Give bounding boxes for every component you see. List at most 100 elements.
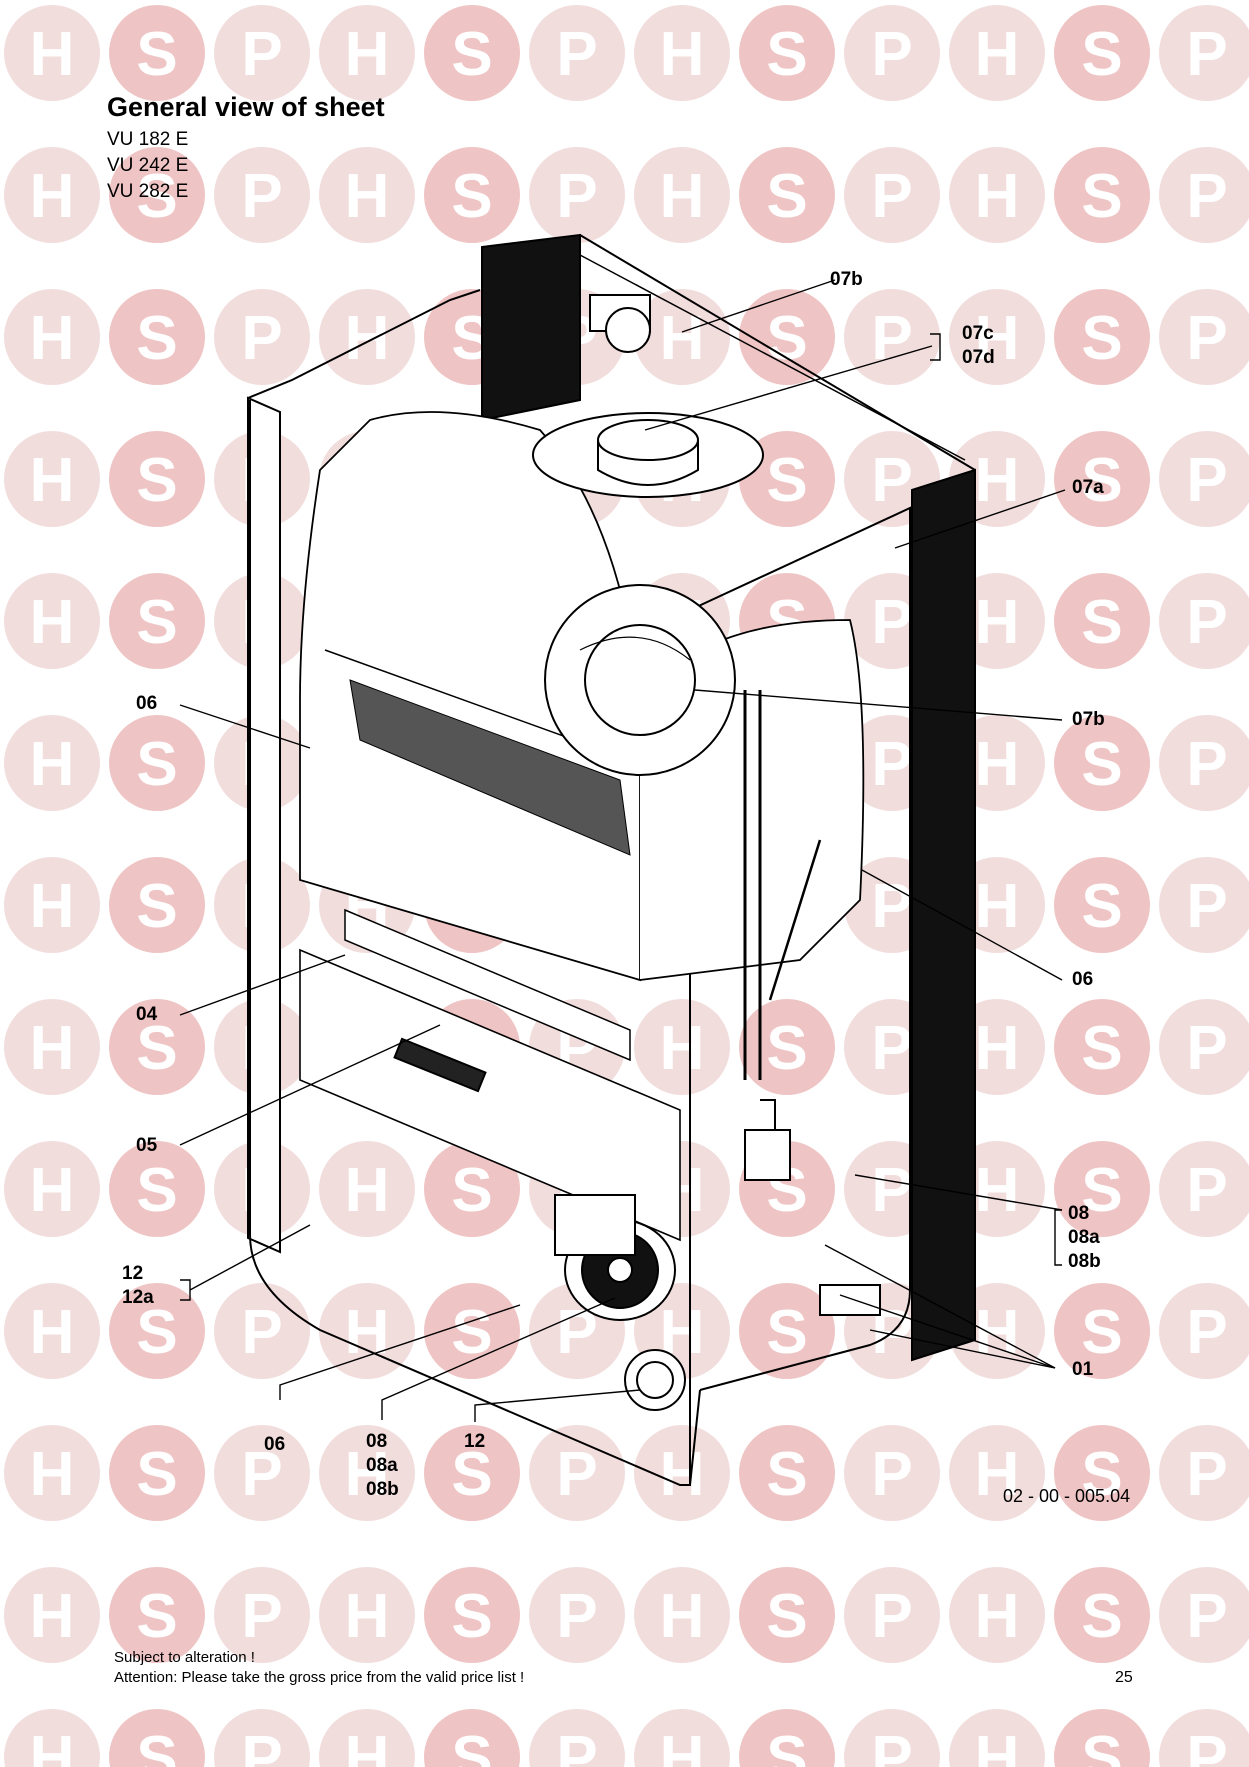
svg-text:S: S <box>766 162 807 231</box>
watermark-logo-s: S <box>109 715 205 811</box>
svg-text:S: S <box>766 1014 807 1083</box>
callout-08a: 08a <box>1068 1227 1100 1248</box>
watermark-logo-s: S <box>424 1709 520 1767</box>
watermark-logo-p: P <box>844 147 940 243</box>
watermark-logo-h: H <box>634 5 730 101</box>
watermark-logo-p: P <box>214 1709 310 1767</box>
svg-text:H: H <box>975 1014 1020 1083</box>
watermark-logo-s: S <box>739 999 835 1095</box>
svg-text:H: H <box>30 1156 75 1225</box>
watermark-logo-h: H <box>949 147 1045 243</box>
boiler-casing <box>247 233 976 1486</box>
watermark-logo-s: S <box>424 1425 520 1521</box>
watermark-logo-h: H <box>4 573 100 669</box>
svg-text:P: P <box>871 162 912 231</box>
svg-text:H: H <box>30 1724 75 1767</box>
callout-04: 04 <box>136 1004 158 1025</box>
svg-text:H: H <box>975 304 1020 373</box>
svg-text:S: S <box>1081 1582 1122 1651</box>
svg-text:H: H <box>345 1440 390 1509</box>
svg-text:H: H <box>345 304 390 373</box>
svg-text:S: S <box>451 1582 492 1651</box>
svg-text:P: P <box>241 304 282 373</box>
svg-text:P: P <box>241 1440 282 1509</box>
watermark-logo-s: S <box>109 289 205 385</box>
watermark-logo-s: S <box>1054 857 1150 953</box>
svg-text:S: S <box>451 1724 492 1767</box>
svg-text:H: H <box>975 446 1020 515</box>
watermark-logo-p: P <box>529 147 625 243</box>
callout-07a: 07a <box>1072 477 1104 498</box>
watermark-logo-s: S <box>424 1567 520 1663</box>
watermark-logo-p: P <box>1159 5 1249 101</box>
svg-text:S: S <box>1081 446 1122 515</box>
svg-text:P: P <box>1186 588 1227 657</box>
svg-text:S: S <box>766 304 807 373</box>
svg-text:P: P <box>1186 730 1227 799</box>
callout-12-bottom: 12 <box>464 1431 486 1452</box>
watermark-logo-h: H <box>4 1283 100 1379</box>
watermark-logo-h: H <box>319 289 415 385</box>
svg-text:H: H <box>30 1440 75 1509</box>
svg-text:P: P <box>1186 1724 1227 1767</box>
svg-text:P: P <box>556 1440 597 1509</box>
svg-text:S: S <box>766 1440 807 1509</box>
watermark-logo-p: P <box>214 1425 310 1521</box>
svg-text:P: P <box>1186 162 1227 231</box>
svg-text:P: P <box>1186 1014 1227 1083</box>
watermark-logo-s: S <box>109 999 205 1095</box>
watermark-logo-p: P <box>1159 573 1249 669</box>
svg-text:S: S <box>136 588 177 657</box>
svg-text:S: S <box>1081 1014 1122 1083</box>
svg-text:P: P <box>871 1724 912 1767</box>
svg-text:S: S <box>136 304 177 373</box>
watermark-logo-p: P <box>1159 289 1249 385</box>
watermark-logo-s: S <box>1054 999 1150 1095</box>
watermark-logo-h: H <box>634 1567 730 1663</box>
footer-line-1: Subject to alteration ! <box>114 1649 255 1666</box>
watermark-logo-s: S <box>739 1425 835 1521</box>
svg-text:S: S <box>136 1440 177 1509</box>
leader-lines <box>179 279 1066 1422</box>
watermark-logo-s: S <box>109 147 205 243</box>
svg-text:P: P <box>871 1440 912 1509</box>
svg-text:P: P <box>871 20 912 89</box>
svg-text:S: S <box>1081 730 1122 799</box>
svg-text:S: S <box>1081 162 1122 231</box>
callout-05: 05 <box>136 1135 158 1156</box>
watermark-logo-p: P <box>214 1567 310 1663</box>
svg-text:P: P <box>241 1298 282 1367</box>
watermark-logo-p: P <box>1159 857 1249 953</box>
svg-text:P: P <box>871 1582 912 1651</box>
svg-text:S: S <box>136 1014 177 1083</box>
watermark-logo-h: H <box>4 1425 100 1521</box>
svg-text:S: S <box>766 1582 807 1651</box>
page-number: 25 <box>1115 1669 1133 1686</box>
watermark-logo-h: H <box>4 289 100 385</box>
callout-12: 12 <box>122 1263 144 1284</box>
watermark-logo-s: S <box>1054 1283 1150 1379</box>
svg-text:H: H <box>975 20 1020 89</box>
watermark-logo-h: H <box>949 1425 1045 1521</box>
watermark-logo-s: S <box>739 1567 835 1663</box>
watermark-logo-p: P <box>844 5 940 101</box>
svg-text:S: S <box>766 1724 807 1767</box>
watermark-logo-h: H <box>319 5 415 101</box>
svg-text:S: S <box>136 730 177 799</box>
watermark-logo-s: S <box>109 431 205 527</box>
watermark-logo-h: H <box>4 1567 100 1663</box>
watermark-logo-p: P <box>844 1425 940 1521</box>
svg-text:S: S <box>1081 1724 1122 1767</box>
watermark-logo-s: S <box>109 1283 205 1379</box>
svg-text:P: P <box>241 20 282 89</box>
svg-text:H: H <box>30 446 75 515</box>
callout-12a: 12a <box>122 1287 154 1308</box>
watermark-logo-s: S <box>1054 715 1150 811</box>
watermark-logo-p: P <box>529 1709 625 1767</box>
watermark-logo-h: H <box>634 1425 730 1521</box>
svg-text:H: H <box>660 1724 705 1767</box>
page-title: General view of sheet <box>107 92 385 122</box>
model-vu-182: VU 182 E <box>107 129 189 150</box>
watermark-logo-s: S <box>1054 1567 1150 1663</box>
